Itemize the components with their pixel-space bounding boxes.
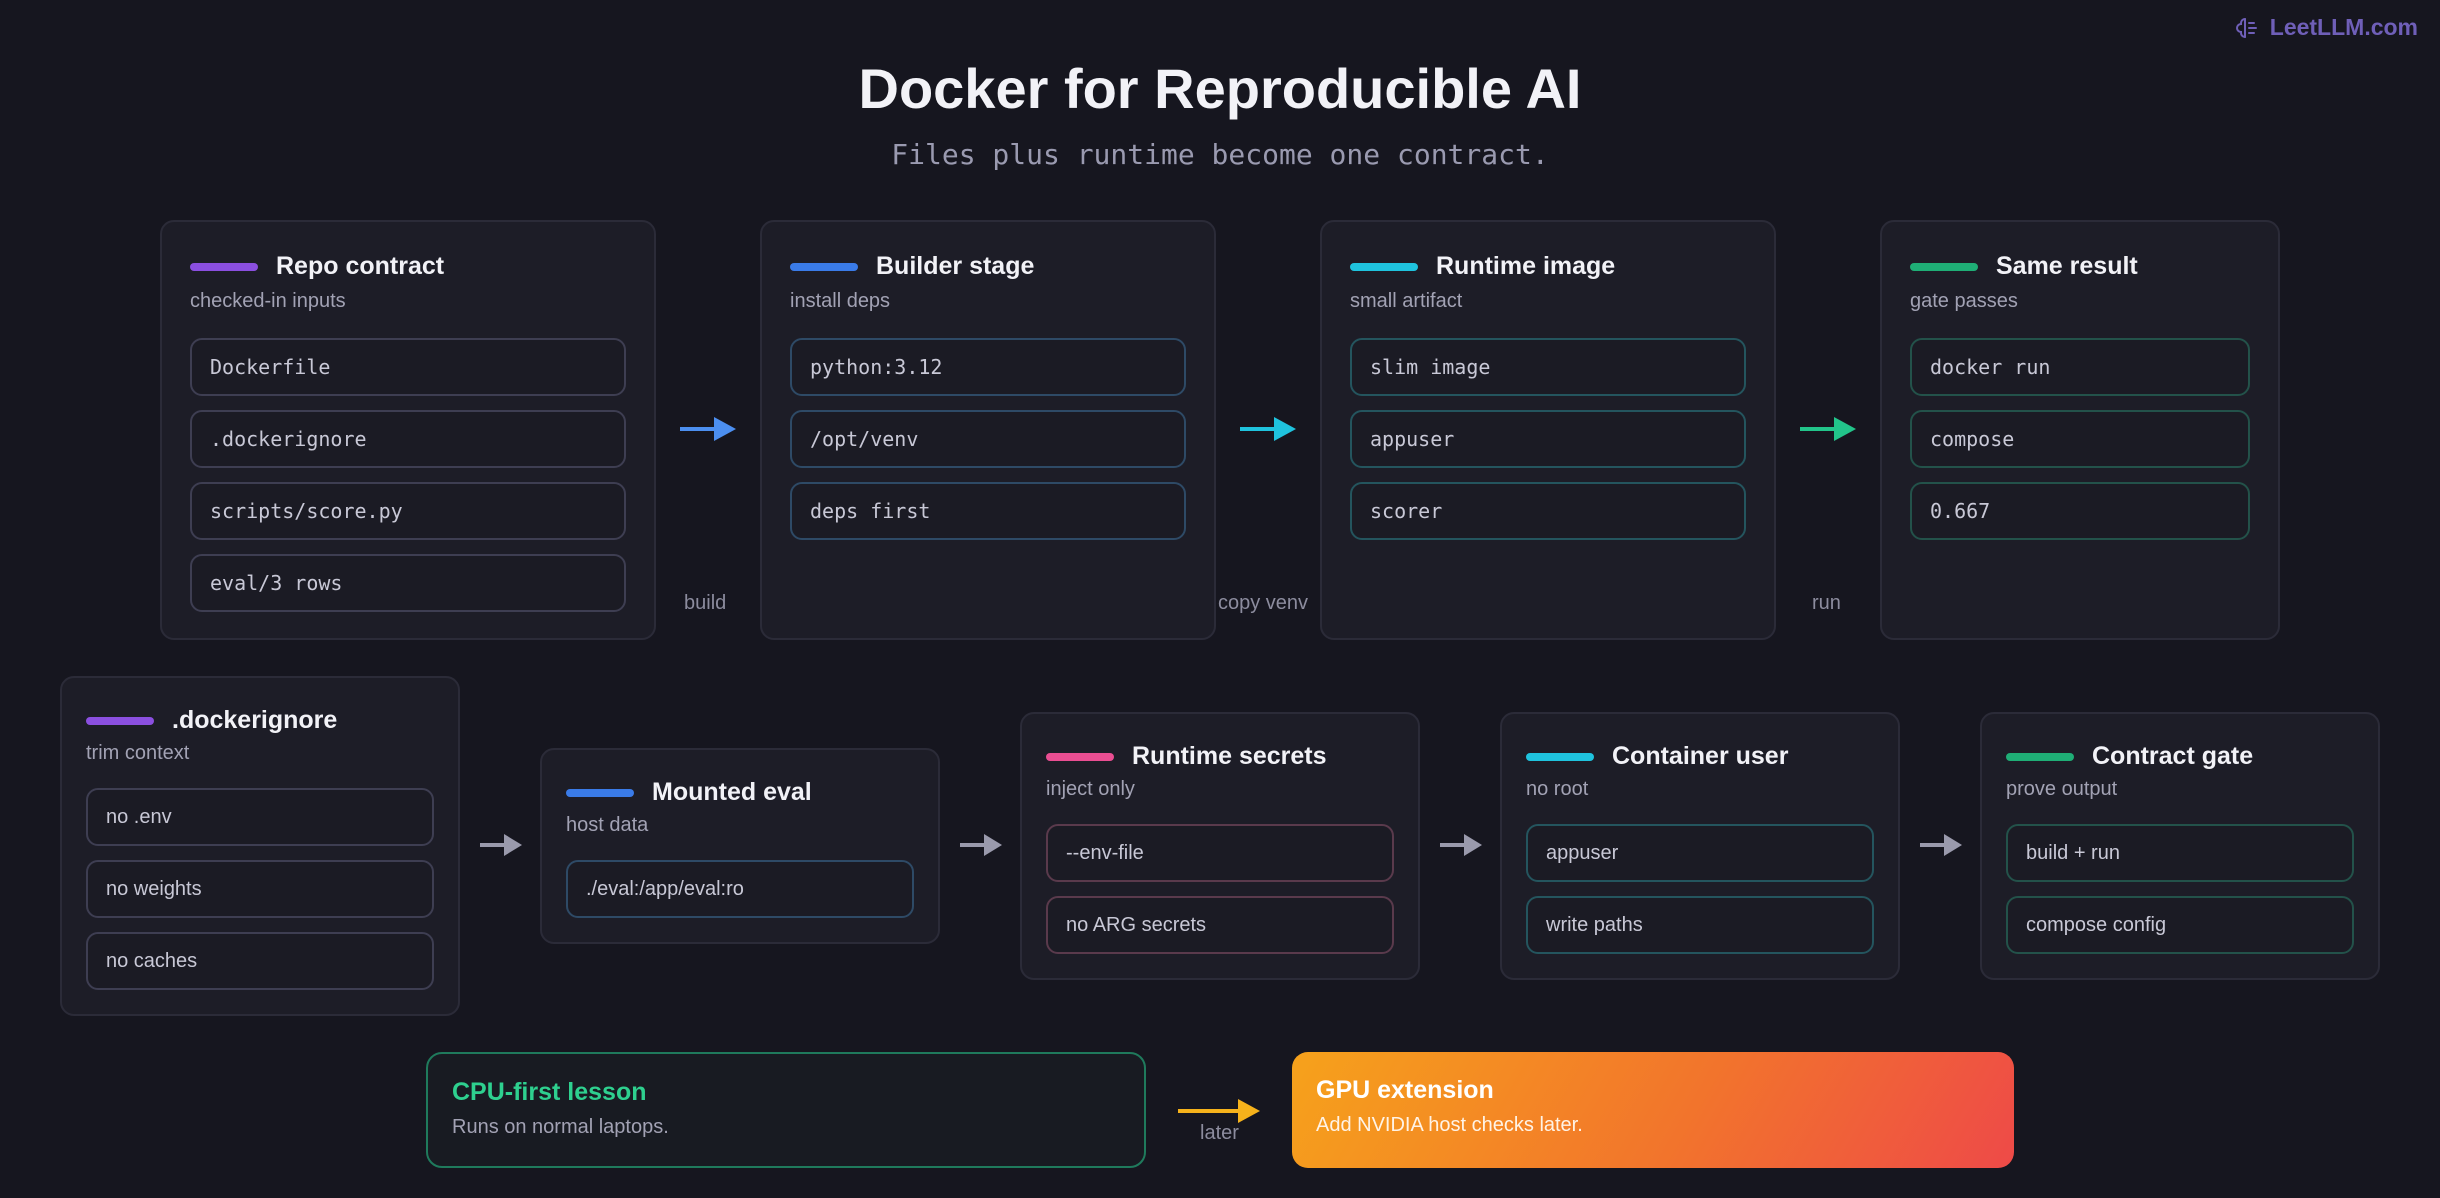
- item-pill: no weights: [86, 860, 434, 918]
- card-repo-contract: Repo contract checked-in inputs Dockerfi…: [160, 220, 656, 640]
- brand-name: LeetLLM.com: [2269, 14, 2418, 40]
- card-subtitle: inject only: [1046, 778, 1135, 800]
- accent-bar: [1526, 752, 1594, 761]
- arrow-label: copy venv: [1218, 592, 1309, 614]
- arrow-right-icon: [680, 417, 736, 441]
- brain-icon: [2235, 17, 2257, 38]
- arrow-label: run: [1812, 592, 1841, 614]
- card-title: Same result: [1996, 252, 2138, 280]
- lesson-title: CPU-first lesson: [452, 1078, 647, 1106]
- card-contract-gate: Contract gate prove output build + run c…: [1980, 712, 2380, 980]
- item-pill: appuser: [1526, 824, 1874, 882]
- page-title: Docker for Reproducible AI: [858, 57, 1582, 120]
- item-pill: slim image: [1350, 338, 1746, 396]
- accent-bar: [1046, 752, 1114, 761]
- gpu-subtitle: Add NVIDIA host checks later.: [1316, 1114, 1583, 1136]
- card-title: .dockerignore: [172, 706, 338, 734]
- accent-bar: [190, 262, 258, 271]
- card-runtime-image: Runtime image small artifact slim image …: [1320, 220, 1776, 640]
- card-same-result: Same result gate passes docker run compo…: [1880, 220, 2280, 640]
- item-pill: 0.667: [1910, 482, 2250, 540]
- item-pill: no ARG secrets: [1046, 896, 1394, 954]
- arrow-right-icon: [960, 834, 1002, 856]
- card-subtitle: no root: [1526, 778, 1589, 800]
- card-title: Mounted eval: [652, 778, 812, 806]
- arrow-label: later: [1200, 1122, 1239, 1144]
- item-pill: --env-file: [1046, 824, 1394, 882]
- card-builder-stage: Builder stage install deps python:3.12 /…: [760, 220, 1216, 640]
- item-pill: ./eval:/app/eval:ro: [566, 860, 914, 918]
- card-subtitle: host data: [566, 814, 649, 836]
- arrow-right-icon: [1178, 1099, 1260, 1123]
- item-pill: /opt/venv: [790, 410, 1186, 468]
- card-subtitle: gate passes: [1910, 290, 2018, 312]
- arrow-right-icon: [480, 834, 522, 856]
- accent-bar: [1350, 262, 1418, 271]
- page-subtitle: Files plus runtime become one contract.: [891, 138, 1549, 171]
- accent-bar: [790, 262, 858, 271]
- arrow-right-icon: [1920, 834, 1962, 856]
- cpu-first-lesson-box: CPU-first lesson Runs on normal laptops.: [426, 1052, 1146, 1168]
- accent-bar: [566, 788, 634, 797]
- arrow-right-icon: [1440, 834, 1482, 856]
- item-pill: compose config: [2006, 896, 2354, 954]
- card-mounted-eval: Mounted eval host data ./eval:/app/eval:…: [540, 748, 940, 944]
- item-pill: no .env: [86, 788, 434, 846]
- item-pill: Dockerfile: [190, 338, 626, 396]
- accent-bar: [2006, 752, 2074, 761]
- card-title: Container user: [1612, 742, 1789, 770]
- card-subtitle: checked-in inputs: [190, 290, 346, 312]
- card-title: Runtime secrets: [1132, 742, 1327, 770]
- arrow-right-icon: [1240, 417, 1296, 441]
- card-title: Repo contract: [276, 252, 445, 280]
- card-subtitle: install deps: [790, 290, 891, 312]
- card-title: Runtime image: [1436, 252, 1616, 280]
- item-pill: compose: [1910, 410, 2250, 468]
- item-pill: docker run: [1910, 338, 2250, 396]
- item-pill: deps first: [790, 482, 1186, 540]
- arrow-right-icon: [1800, 417, 1856, 441]
- card-title: Builder stage: [876, 252, 1035, 280]
- item-pill: build + run: [2006, 824, 2354, 882]
- lesson-subtitle: Runs on normal laptops.: [452, 1116, 669, 1138]
- card-dockerignore: .dockerignore trim context no .env no we…: [60, 676, 460, 1016]
- accent-bar: [1910, 262, 1978, 271]
- item-pill: scorer: [1350, 482, 1746, 540]
- accent-bar: [86, 716, 154, 725]
- card-subtitle: prove output: [2006, 778, 2118, 800]
- gpu-extension-box: GPU extension Add NVIDIA host checks lat…: [1292, 1052, 2014, 1168]
- card-subtitle: trim context: [86, 742, 190, 764]
- brand-logo[interactable]: LeetLLM.com: [2235, 14, 2418, 41]
- arrow-label: build: [684, 592, 727, 614]
- item-pill: no caches: [86, 932, 434, 990]
- card-runtime-secrets: Runtime secrets inject only --env-file n…: [1020, 712, 1420, 980]
- item-pill: write paths: [1526, 896, 1874, 954]
- item-pill: python:3.12: [790, 338, 1186, 396]
- card-title: Contract gate: [2092, 742, 2254, 770]
- item-pill: eval/3 rows: [190, 554, 626, 612]
- card-container-user: Container user no root appuser write pat…: [1500, 712, 1900, 980]
- item-pill: appuser: [1350, 410, 1746, 468]
- item-pill: scripts/score.py: [190, 482, 626, 540]
- item-pill: .dockerignore: [190, 410, 626, 468]
- gpu-title: GPU extension: [1316, 1076, 1494, 1104]
- card-subtitle: small artifact: [1350, 290, 1463, 312]
